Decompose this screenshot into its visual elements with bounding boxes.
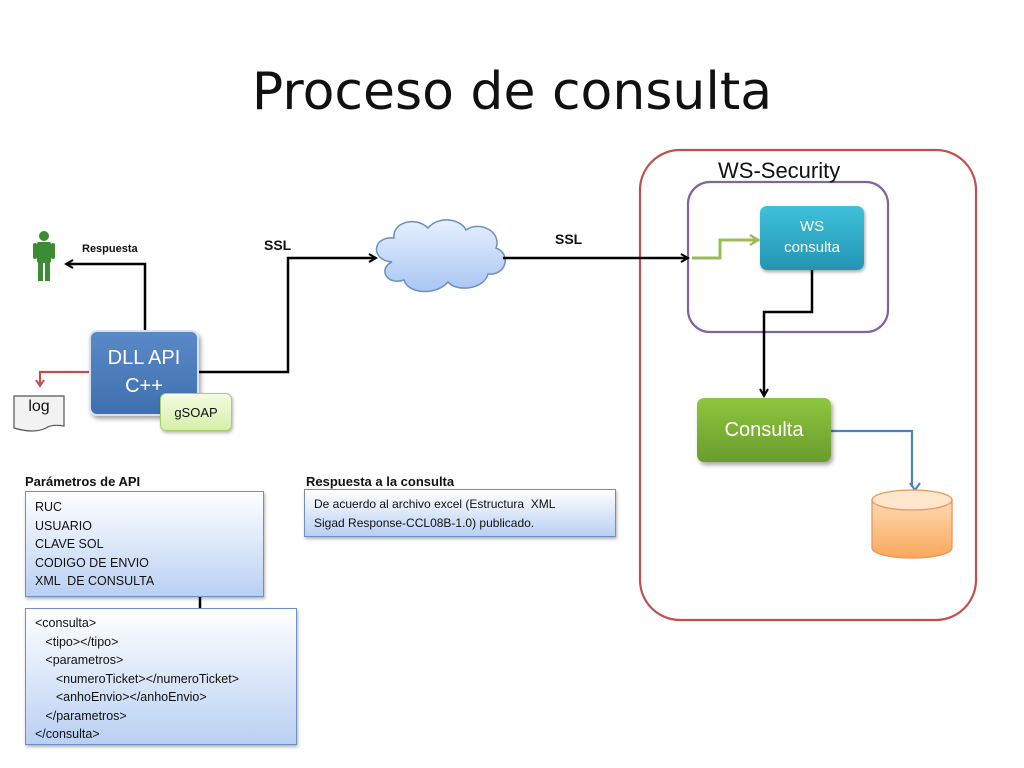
response-panel: De acuerdo al archivo excel (Estructura …	[304, 489, 616, 537]
api-param-item: RUC	[35, 500, 63, 514]
gsoap-node: gSOAP	[160, 393, 232, 431]
page-title: Proceso de consulta	[251, 62, 773, 122]
consulta-to-db-arrow	[831, 429, 921, 492]
ws-consulta-node: WS consulta	[760, 206, 864, 270]
api-params-panel: RUC USUARIO CLAVE SOL CODIGO DE ENVIO XM…	[25, 491, 264, 597]
ws-security-container	[638, 148, 978, 622]
ws-consulta-line1: WS	[799, 218, 825, 235]
response-line: Sigad Response-CCL08B-1.0) publicado.	[314, 515, 535, 530]
ws-to-consulta-arrow	[764, 270, 814, 396]
ssl-right-label: SSL	[555, 231, 583, 247]
api-param-item: USUARIO	[35, 518, 92, 533]
api-param-item: CODIGO DE ENVIO	[35, 555, 149, 570]
xml-structure-panel: <consulta> <tipo></tipo> <parametros> <n…	[25, 608, 297, 745]
xml-line: </consulta>	[35, 727, 100, 741]
log-document-icon	[13, 395, 65, 432]
response-header: Respuesta a la consulta	[306, 474, 455, 489]
xml-line: <parametros>	[35, 653, 124, 667]
ws-consulta-line2: consulta	[784, 239, 840, 256]
respuesta-arrow	[66, 264, 147, 330]
database-icon	[871, 489, 953, 559]
ws-security-label: WS-Security	[718, 158, 841, 183]
dll-api-line1: DLL API	[107, 347, 181, 369]
xml-line: <anhoEnvio></anhoEnvio>	[35, 690, 207, 704]
user-icon	[33, 231, 55, 281]
ssl-left-connector	[199, 258, 376, 374]
consulta-node: Consulta	[697, 398, 831, 462]
dll-api-line2: C++	[125, 375, 163, 397]
respuesta-label: Respuesta	[82, 243, 138, 255]
xml-line: <tipo></tipo>	[35, 634, 119, 649]
ws-entry-arrow	[692, 240, 758, 260]
log-arrow	[35, 370, 89, 388]
xml-line: <consulta>	[35, 616, 97, 630]
ssl-left-label: SSL	[264, 237, 292, 253]
api-params-header: Parámetros de API	[25, 474, 141, 489]
xml-line: <numeroTicket></numeroTicket>	[35, 671, 240, 686]
response-line: De acuerdo al archivo excel (Estructura …	[314, 497, 556, 511]
log-label: log	[28, 398, 50, 415]
xml-line: </parametros>	[35, 708, 127, 723]
api-param-item: XML DE CONSULTA	[35, 574, 155, 588]
api-param-item: CLAVE SOL	[35, 537, 104, 551]
internet-cloud-icon	[375, 219, 506, 293]
